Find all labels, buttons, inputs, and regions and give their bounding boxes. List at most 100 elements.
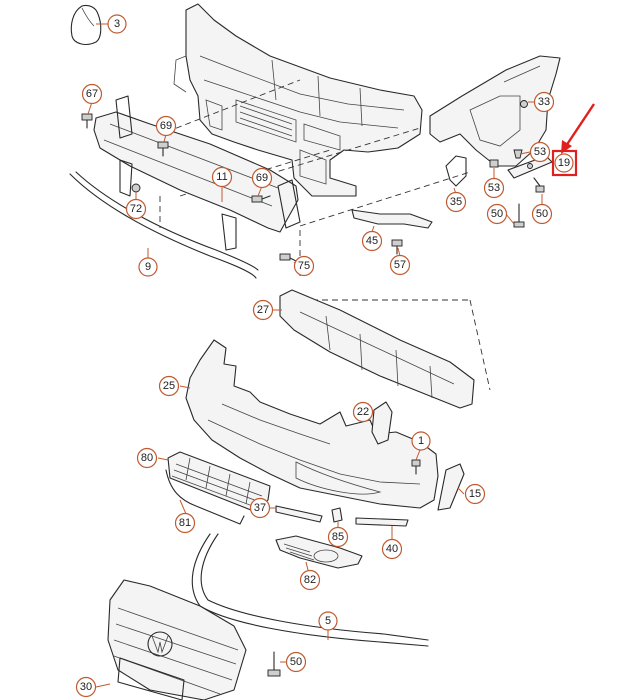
part-81-trim-strip — [165, 469, 245, 525]
svg-text:40: 40 — [386, 543, 398, 555]
svg-text:3: 3 — [114, 18, 120, 30]
part-45-bracket — [351, 209, 433, 229]
bolt-67-icon — [81, 113, 93, 129]
svg-text:19: 19 — [558, 157, 570, 169]
callout-50-second[interactable]: 50 — [531, 203, 553, 225]
highlight-indicator — [551, 103, 595, 177]
callout-27[interactable]: 27 — [252, 299, 274, 321]
callout-69-second[interactable]: 69 — [251, 167, 273, 189]
svg-text:50: 50 — [491, 208, 503, 220]
svg-text:9: 9 — [145, 261, 151, 273]
part-82-fog-grille — [275, 535, 363, 569]
svg-text:53: 53 — [488, 182, 500, 194]
bolt-75-icon — [279, 253, 299, 263]
callout-30[interactable]: 30 — [75, 676, 97, 698]
svg-text:82: 82 — [304, 574, 316, 586]
svg-text:11: 11 — [216, 171, 227, 183]
callout-72[interactable]: 72 — [125, 198, 147, 220]
svg-text:69: 69 — [160, 120, 172, 132]
part-35-bracket — [445, 155, 467, 187]
svg-text:37: 37 — [254, 502, 266, 514]
part-11-bumper-reinforcement — [93, 95, 301, 251]
svg-text:27: 27 — [257, 304, 269, 316]
leader-lines — [87, 23, 543, 688]
callout-45[interactable]: 45 — [361, 230, 383, 252]
svg-text:50: 50 — [290, 656, 302, 668]
front-carrier-assembly — [173, 3, 423, 197]
svg-text:1: 1 — [418, 435, 424, 447]
nut-53a-icon — [513, 149, 523, 159]
callouts: 3 67 69 72 11 69 9 75 33 53 53 19 35 50 … — [75, 14, 574, 698]
bolt-69-icon — [157, 141, 169, 157]
callout-33[interactable]: 33 — [533, 91, 555, 113]
svg-text:22: 22 — [357, 406, 369, 418]
callout-81[interactable]: 81 — [174, 512, 196, 534]
callout-53-second[interactable]: 53 — [483, 177, 505, 199]
svg-text:45: 45 — [366, 235, 378, 247]
callout-50-third[interactable]: 50 — [285, 651, 307, 673]
part-9-lower-bar — [69, 171, 259, 279]
svg-text:30: 30 — [80, 681, 92, 693]
bolt-50c-icon — [267, 651, 281, 677]
svg-text:53: 53 — [534, 146, 546, 158]
part-22-bracket — [371, 401, 393, 445]
svg-text:80: 80 — [141, 452, 153, 464]
callout-75[interactable]: 75 — [293, 255, 315, 277]
callout-37[interactable]: 37 — [249, 497, 271, 519]
svg-text:81: 81 — [179, 517, 191, 529]
part-40-trim — [355, 517, 409, 527]
svg-text:67: 67 — [86, 88, 98, 100]
svg-text:25: 25 — [163, 380, 175, 392]
svg-text:85: 85 — [332, 531, 344, 543]
callout-9[interactable]: 9 — [138, 257, 158, 277]
part-15-trim — [437, 463, 465, 511]
nut-53b-icon — [489, 159, 499, 168]
part-37-trim — [275, 505, 323, 523]
part-25-bumper-cover — [185, 339, 439, 509]
svg-text:5: 5 — [325, 615, 331, 627]
callout-69[interactable]: 69 — [155, 115, 177, 137]
nut-33-icon — [520, 100, 528, 108]
part-85-clip — [331, 507, 343, 523]
callout-85[interactable]: 85 — [327, 526, 349, 548]
bolt-57-icon — [391, 239, 403, 255]
bolt-69b-icon — [251, 195, 271, 203]
callout-11[interactable]: 11 — [211, 166, 233, 188]
fender-liner-bracket — [429, 55, 561, 167]
callout-25[interactable]: 25 — [158, 375, 180, 397]
fasteners — [81, 100, 545, 677]
svg-text:33: 33 — [538, 96, 550, 108]
svg-text:72: 72 — [130, 203, 142, 215]
callout-50[interactable]: 50 — [486, 203, 508, 225]
callout-19[interactable]: 19 — [554, 153, 574, 173]
callout-22[interactable]: 22 — [352, 401, 374, 423]
callout-82[interactable]: 82 — [299, 569, 321, 591]
red-arrow-icon — [565, 103, 595, 147]
callout-15[interactable]: 15 — [464, 483, 486, 505]
callout-35[interactable]: 35 — [445, 191, 467, 213]
nut-72-icon — [131, 183, 141, 193]
callout-1[interactable]: 1 — [411, 431, 431, 451]
part-3-cap — [70, 4, 102, 45]
svg-text:75: 75 — [298, 260, 310, 272]
part-5-lower-spoiler — [191, 533, 429, 647]
callout-53[interactable]: 53 — [529, 141, 551, 163]
part-80-grille-insert — [167, 451, 271, 513]
svg-text:35: 35 — [450, 196, 462, 208]
svg-text:69: 69 — [256, 172, 268, 184]
callout-5[interactable]: 5 — [318, 611, 338, 631]
callout-40[interactable]: 40 — [381, 538, 403, 560]
bolt-50b-icon — [533, 177, 545, 193]
bolt-50a-icon — [513, 203, 525, 228]
callout-57[interactable]: 57 — [389, 254, 411, 276]
callout-80[interactable]: 80 — [136, 447, 158, 469]
svg-text:50: 50 — [536, 208, 548, 220]
callout-3[interactable]: 3 — [107, 14, 127, 34]
svg-text:57: 57 — [394, 259, 406, 271]
red-arrow-head-icon — [561, 140, 572, 154]
part-27-impact-absorber — [279, 289, 475, 409]
callout-67[interactable]: 67 — [81, 83, 103, 105]
part-30-radiator-grille — [107, 579, 247, 700]
